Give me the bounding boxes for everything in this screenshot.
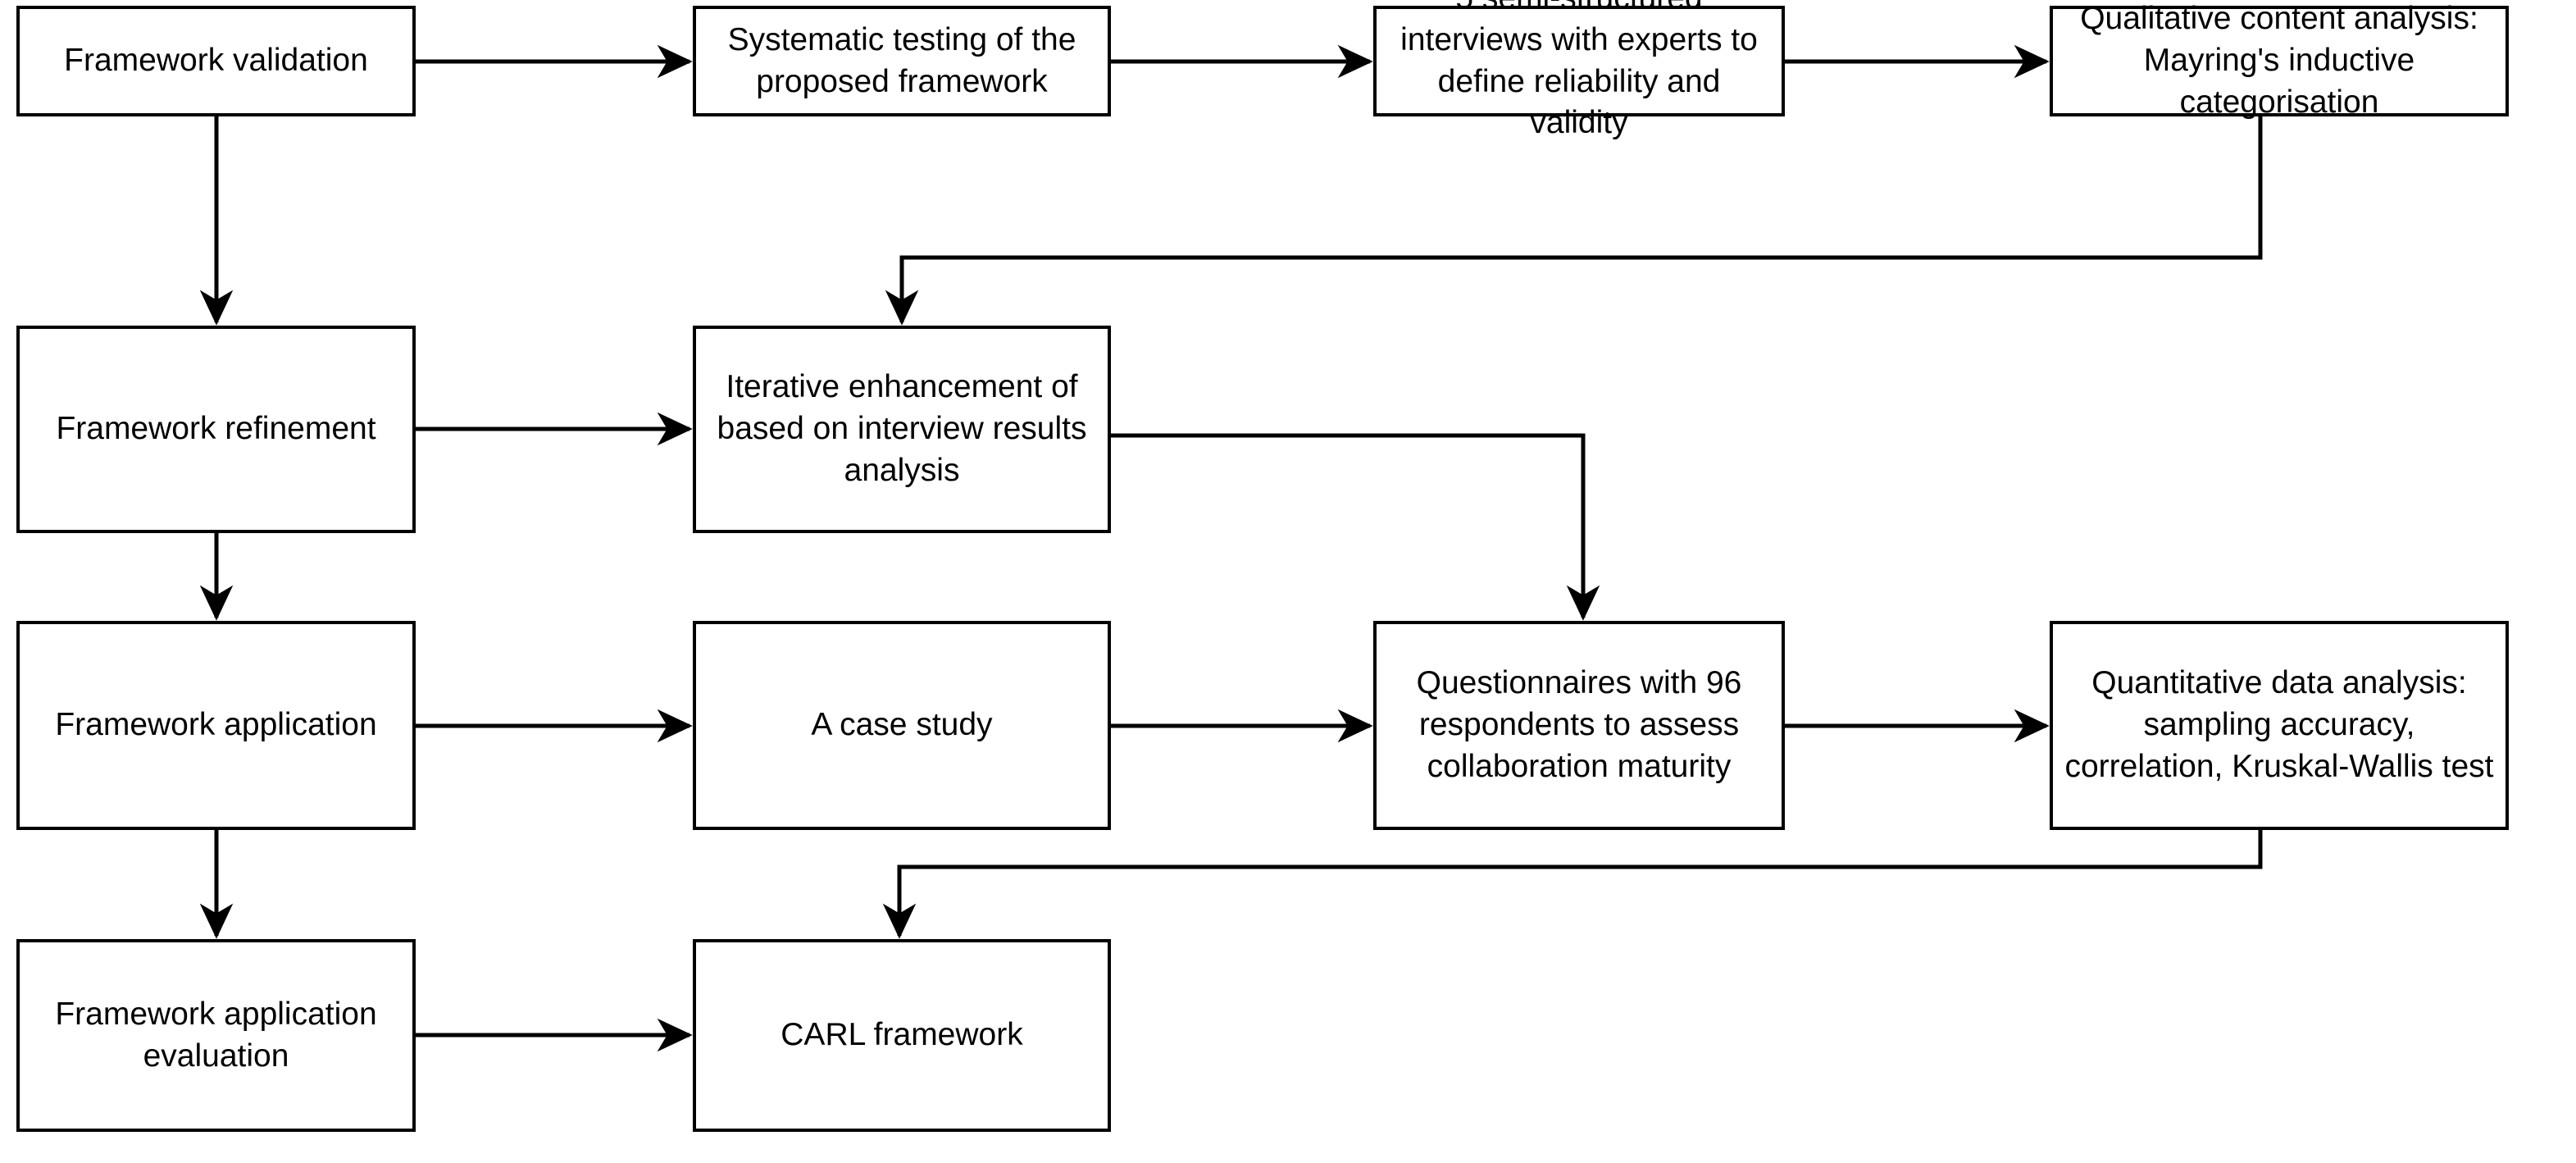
node-label: Systematic testing of the proposed frame… (727, 21, 1076, 99)
node-framework-validation[interactable]: Framework validation (16, 6, 416, 116)
node-label: CARL framework (781, 1017, 1023, 1053)
node-label: Questionnaires with 96 respondents to as… (1416, 665, 1742, 784)
node-framework-application[interactable]: Framework application (16, 621, 416, 830)
node-label: Framework application evaluation (55, 996, 377, 1074)
node-questionnaires[interactable]: Questionnaires with 96 respondents to as… (1373, 621, 1785, 830)
node-systematic-testing[interactable]: Systematic testing of the proposed frame… (693, 6, 1111, 116)
node-label: A case study (811, 707, 993, 743)
edge-iterative-enhancement-to-questionnaires (1111, 433, 1600, 621)
node-label: Quantitative data analysis: sampling acc… (2064, 665, 2494, 784)
node-iterative-enhancement[interactable]: Iterative enhancement of based on interv… (693, 326, 1111, 533)
node-framework-refinement[interactable]: Framework refinement (16, 326, 416, 533)
node-qualitative-content-analysis[interactable]: Qualitative content analysis: Mayring's … (2050, 1, 2509, 120)
node-label: Qualitative content analysis: Mayring's … (2080, 1, 2478, 120)
node-label: Framework application (55, 707, 377, 743)
edge-quantitative-data-analysis-to-carl-framework (882, 830, 2263, 939)
node-carl-framework[interactable]: CARL framework (693, 939, 1111, 1132)
node-label: Framework refinement (56, 411, 376, 447)
node-framework-application-evaluation[interactable]: Framework application evaluation (16, 939, 416, 1132)
node-label: Iterative enhancement of based on interv… (717, 369, 1087, 488)
node-case-study[interactable]: A case study (693, 621, 1111, 830)
node-label: 5 semi-structured interviews with expert… (1400, 0, 1758, 141)
node-label: Framework validation (64, 43, 368, 79)
node-semi-structured-interviews[interactable]: 5 semi-structured interviews with expert… (1373, 0, 1785, 140)
edge-qualitative-content-analysis-to-iterative-enhancement (885, 116, 2263, 326)
node-quantitative-data-analysis[interactable]: Quantitative data analysis: sampling acc… (2050, 621, 2509, 830)
